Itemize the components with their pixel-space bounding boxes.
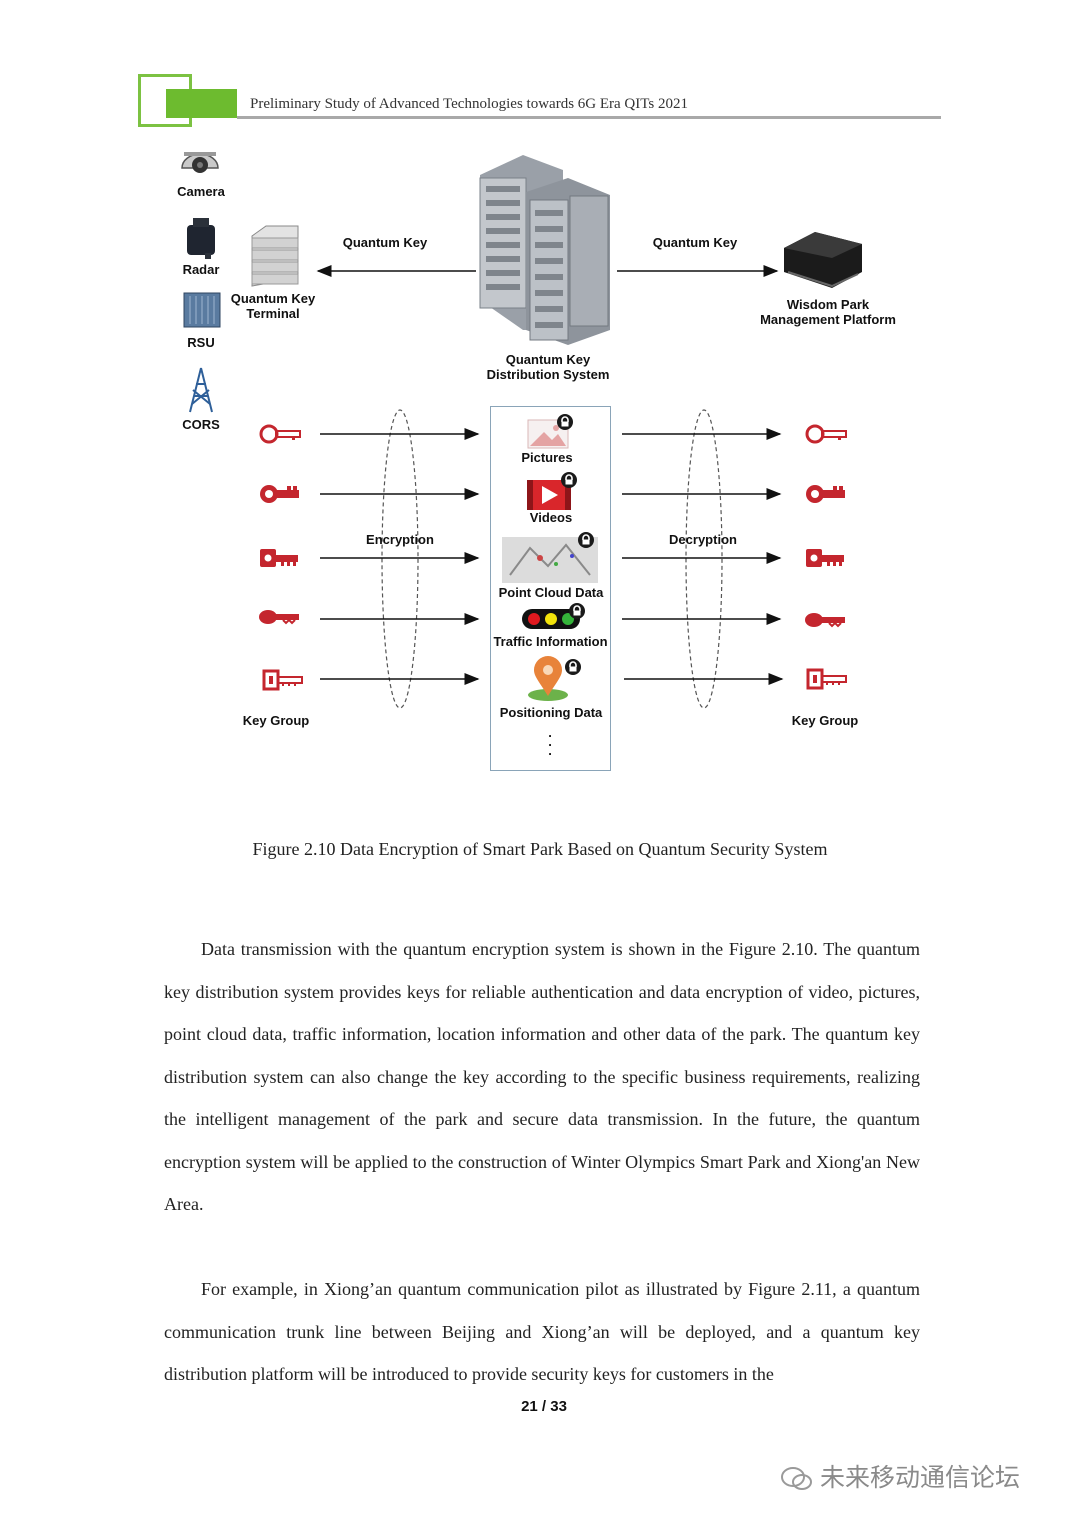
lock-icon: [564, 658, 582, 676]
platform-label-line1: Wisdom Park: [786, 297, 870, 312]
radar-icon: [187, 218, 215, 259]
encryption-label: Encryption: [366, 532, 434, 547]
device-label-radar: Radar: [182, 262, 220, 277]
figure-diagram: [181, 152, 862, 709]
decryption-label: Decryption: [669, 532, 737, 547]
wechat-icon: [780, 1465, 814, 1493]
device-label-cors: CORS: [182, 417, 220, 432]
qkd-label-line2: Distribution System: [486, 367, 610, 382]
lock-icon: [577, 531, 595, 549]
data-more-ellipsis: . . .: [548, 725, 552, 758]
decryption-arrows: [622, 428, 784, 685]
data-label-point-cloud: Point Cloud Data: [498, 585, 604, 600]
lock-icon: [568, 602, 586, 620]
platform-device-icon: [784, 232, 862, 288]
location-pin-icon: [528, 656, 568, 701]
device-label-camera: Camera: [177, 184, 225, 199]
terminal-label-line2: Terminal: [246, 306, 300, 321]
cors-tower-icon: [189, 367, 213, 413]
lock-icon: [556, 413, 574, 431]
terminal-server-icon: [251, 225, 299, 287]
lock-icon: [560, 471, 578, 489]
data-label-traffic: Traffic Information: [493, 634, 608, 649]
encryption-arrows: [320, 428, 480, 685]
encryption-ellipse: [381, 409, 419, 709]
camera-icon: [181, 152, 219, 173]
arrow-right-label: Quantum Key: [652, 235, 738, 250]
data-icons: [502, 413, 598, 701]
data-label-videos: Videos: [529, 510, 573, 525]
qkd-server-icon: [479, 155, 610, 345]
header-rule: [237, 116, 941, 119]
data-container: [490, 406, 611, 771]
paragraph-1: Data transmission with the quantum encry…: [164, 939, 920, 1214]
traffic-light-icon: [522, 609, 580, 629]
page-number: 21 / 33: [521, 1398, 567, 1415]
platform-label-line2: Management Platform: [760, 312, 896, 327]
rsu-icon: [183, 292, 221, 328]
figure-caption: Figure 2.10 Data Encryption of Smart Par…: [252, 839, 828, 859]
key-group-left-label: Key Group: [242, 713, 310, 728]
data-label-positioning: Positioning Data: [499, 705, 603, 720]
paragraph-2: For example, in Xiong’an quantum communi…: [164, 1279, 920, 1384]
terminal-label-line1: Quantum Key: [230, 291, 316, 306]
watermark: 未来移动通信论坛: [780, 1458, 1020, 1494]
arrow-left-label: Quantum Key: [342, 235, 428, 250]
header-logo-bar: [166, 89, 237, 118]
device-label-rsu: RSU: [187, 335, 215, 350]
qkd-label-line1: Quantum Key: [505, 352, 591, 367]
data-label-pictures: Pictures: [521, 450, 573, 465]
key-group-right-label: Key Group: [791, 713, 859, 728]
header-title: Preliminary Study of Advanced Technologi…: [250, 96, 688, 112]
decryption-ellipse: [685, 409, 723, 709]
watermark-text: 未来移动通信论坛: [820, 1463, 1021, 1492]
